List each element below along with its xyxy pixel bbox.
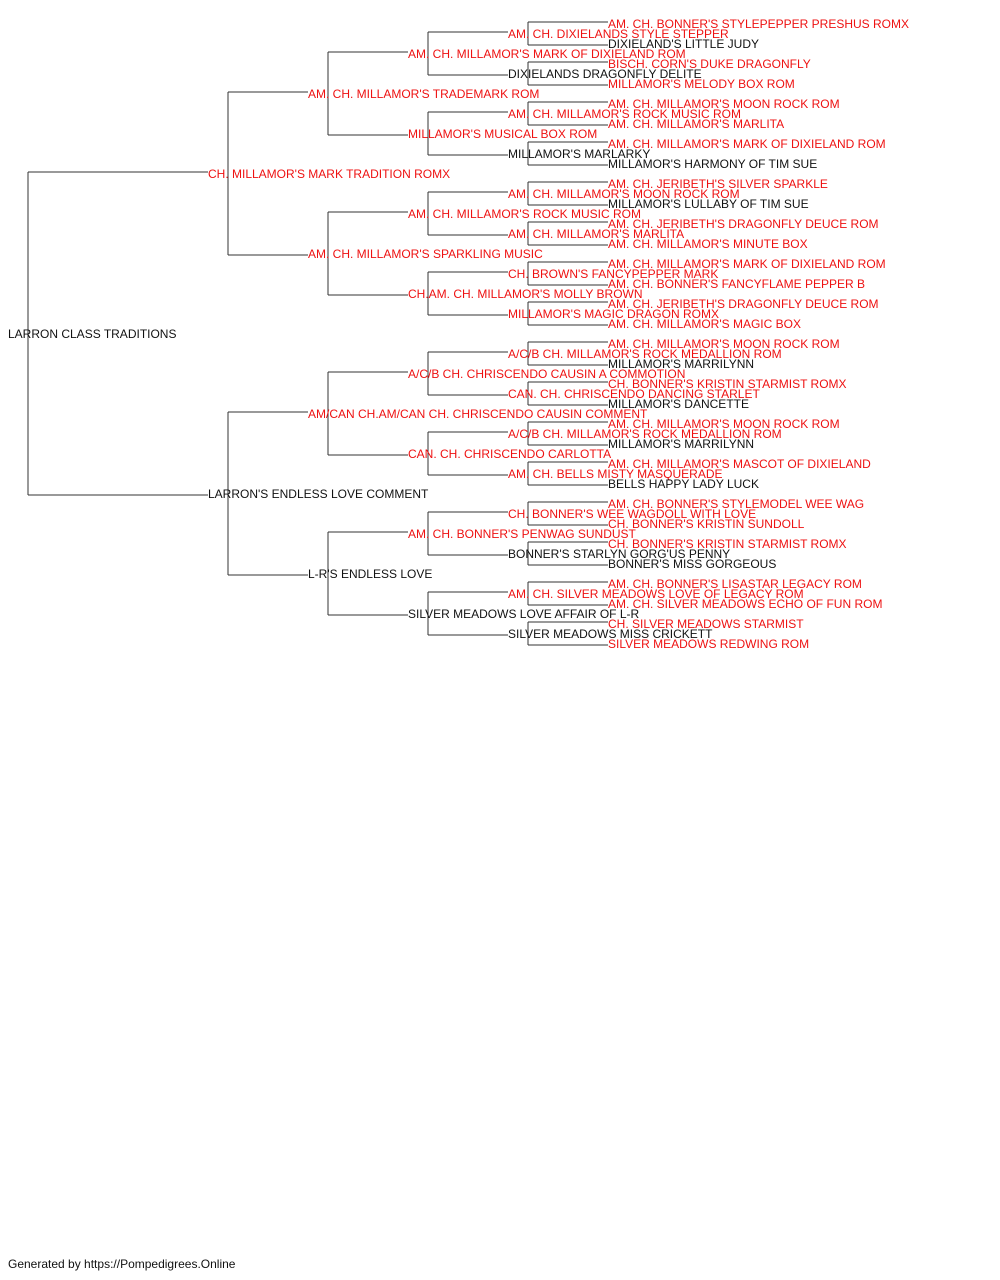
gen5-ancestor-name: DIXIELAND'S LITTLE JUDY (608, 37, 759, 51)
gen5-ancestor-name: CH. BONNER'S KRISTIN STARMIST ROMX (608, 537, 847, 551)
great-grandparent-name: AM. CH. MILLAMOR'S MARK OF DIXIELAND ROM (408, 47, 686, 61)
gen5-ancestor-name: MILLAMOR'S DANCETTE (608, 397, 749, 411)
gen5-ancestor-name: AM. CH. JERIBETH'S DRAGONFLY DEUCE ROM (608, 217, 879, 231)
great-grandparent-name: MILLAMOR'S MUSICAL BOX ROM (408, 127, 598, 141)
gen5-ancestor-name: AM. CH. MILLAMOR'S MARK OF DIXIELAND ROM (608, 137, 886, 151)
gen4-ancestor-name: DIXIELANDS DRAGONFLY DELITE (508, 67, 702, 81)
gen5-ancestor-name: AM. CH. MILLAMOR'S MAGIC BOX (608, 317, 801, 331)
gen5-ancestor-name: MILLAMOR'S MARRILYNN (608, 437, 755, 451)
gen5-ancestor-name: AM. CH. BONNER'S STYLEPEPPER PRESHUS ROM… (608, 17, 910, 31)
gen4-ancestor-name: A/C/B CH. MILLAMOR'S ROCK MEDALLION ROM (508, 427, 782, 441)
parent-name: LARRON'S ENDLESS LOVE COMMENT (208, 487, 429, 501)
gen5-ancestor-name: AM. CH. MILLAMOR'S MOON ROCK ROM (608, 417, 840, 431)
gen4-ancestor-name: AM. CH. MILLAMOR'S MOON ROCK ROM (508, 187, 740, 201)
great-grandparent-name: SILVER MEADOWS LOVE AFFAIR OF L-R (408, 607, 640, 621)
gen5-ancestor-name: BISCH. CORN'S DUKE DRAGONFLY (608, 57, 811, 71)
gen4-ancestor-name: MILLAMOR'S MARLARKY (508, 147, 651, 161)
gen5-ancestor-name: MILLAMOR'S MARRILYNN (608, 357, 755, 371)
subject-name: LARRON CLASS TRADITIONS (8, 327, 177, 341)
gen5-ancestor-name: BONNER'S MISS GORGEOUS (608, 557, 777, 571)
gen5-ancestor-name: AM. CH. MILLAMOR'S MARLITA (608, 117, 785, 131)
grandparent-name: AM/CAN CH.AM/CAN CH. CHRISCENDO CAUSIN C… (308, 407, 648, 421)
gen4-ancestor-name: CH. BONNER'S WEE WAGDOLL WITH LOVE (508, 507, 757, 521)
gen4-ancestor-name: MILLAMOR'S MAGIC DRAGON ROMX (508, 307, 719, 321)
gen4-ancestor-name: BONNER'S STARLYN GORG'US PENNY (508, 547, 731, 561)
gen5-ancestor-name: AM. CH. JERIBETH'S DRAGONFLY DEUCE ROM (608, 297, 879, 311)
gen4-ancestor-name: AM. CH. MILLAMOR'S MARLITA (508, 227, 685, 241)
gen4-ancestor-name: CAN. CH. CHRISCENDO DANCING STARLET (508, 387, 760, 401)
gen5-ancestor-name: AM. CH. MILLAMOR'S MASCOT OF DIXIELAND (608, 457, 871, 471)
gen5-ancestor-name: CH. BONNER'S KRISTIN STARMIST ROMX (608, 377, 847, 391)
gen5-ancestor-name: SILVER MEADOWS REDWING ROM (608, 637, 810, 651)
gen4-ancestor-name: CH. BROWN'S FANCYPEPPER MARK (508, 267, 719, 281)
gen5-ancestor-name: AM. CH. MILLAMOR'S MOON ROCK ROM (608, 337, 840, 351)
gen4-ancestor-name: AM. CH. DIXIELANDS STYLE STEPPER (508, 27, 729, 41)
gen5-ancestor-name: MILLAMOR'S LULLABY OF TIM SUE (608, 197, 809, 211)
grandparent-name: AM. CH. MILLAMOR'S SPARKLING MUSIC (308, 247, 543, 261)
gen5-ancestor-name: AM. CH. MILLAMOR'S MARK OF DIXIELAND ROM (608, 257, 886, 271)
gen5-ancestor-name: AM. CH. MILLAMOR'S MINUTE BOX (608, 237, 808, 251)
gen5-ancestor-name: AM. CH. JERIBETH'S SILVER SPARKLE (608, 177, 828, 191)
great-grandparent-name: CH.AM. CH. MILLAMOR'S MOLLY BROWN (408, 287, 643, 301)
great-grandparent-name: A/C/B CH. CHRISCENDO CAUSIN A COMMOTION (408, 367, 686, 381)
grandparent-name: L-R'S ENDLESS LOVE (308, 567, 433, 581)
gen5-ancestor-name: AM. CH. BONNER'S LISASTAR LEGACY ROM (608, 577, 862, 591)
gen5-ancestor-name: AM. CH. MILLAMOR'S MOON ROCK ROM (608, 97, 840, 111)
gen5-ancestor-name: AM. CH. BONNER'S STYLEMODEL WEE WAG (608, 497, 865, 511)
gen4-ancestor-name: SILVER MEADOWS MISS CRICKETT (508, 627, 713, 641)
gen5-ancestor-name: CH. SILVER MEADOWS STARMIST (608, 617, 804, 631)
gen5-ancestor-name: MILLAMOR'S MELODY BOX ROM (608, 77, 795, 91)
gen4-ancestor-name: AM. CH. SILVER MEADOWS LOVE OF LEGACY RO… (508, 587, 804, 601)
great-grandparent-name: AM. CH. BONNER'S PENWAG SUNDUST (408, 527, 636, 541)
gen5-ancestor-name: BELLS HAPPY LADY LUCK (608, 477, 759, 491)
gen4-ancestor-name: A/C/B CH. MILLAMOR'S ROCK MEDALLION ROM (508, 347, 782, 361)
gen5-ancestor-name: MILLAMOR'S HARMONY OF TIM SUE (608, 157, 818, 171)
gen5-ancestor-name: CH. BONNER'S KRISTIN SUNDOLL (608, 517, 805, 531)
great-grandparent-name: CAN. CH. CHRISCENDO CARLOTTA (408, 447, 612, 461)
generated-by-footer: Generated by https://Pompedigrees.Online (8, 1257, 236, 1271)
grandparent-name: AM. CH. MILLAMOR'S TRADEMARK ROM (308, 87, 540, 101)
gen4-ancestor-name: AM. CH. BELLS MISTY MASQUERADE (508, 467, 723, 481)
parent-name: CH. MILLAMOR'S MARK TRADITION ROMX (208, 167, 451, 181)
gen5-ancestor-name: AM. CH. SILVER MEADOWS ECHO OF FUN ROM (608, 597, 883, 611)
gen5-ancestor-name: AM. CH. BONNER'S FANCYFLAME PEPPER B (608, 277, 866, 291)
gen4-ancestor-name: AM. CH. MILLAMOR'S ROCK MUSIC ROM (508, 107, 741, 121)
great-grandparent-name: AM. CH. MILLAMOR'S ROCK MUSIC ROM (408, 207, 641, 221)
